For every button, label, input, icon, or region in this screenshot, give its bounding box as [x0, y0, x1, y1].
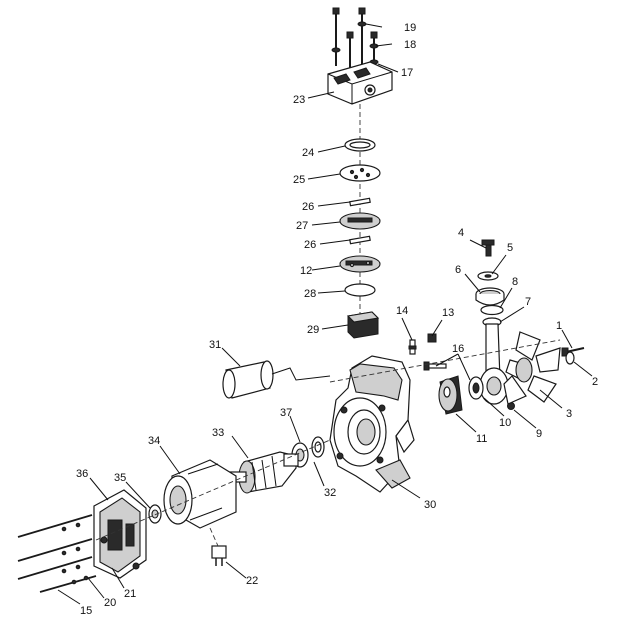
- capacitor: [222, 360, 331, 399]
- callout-28: 28: [304, 288, 316, 300]
- callout-30: 30: [424, 499, 436, 511]
- callout-21: 21: [124, 588, 136, 600]
- callout-1: 1: [556, 320, 562, 332]
- piston-ring: [480, 304, 504, 316]
- reed-valve-lower: [349, 235, 371, 245]
- eccentric-bearing: [468, 376, 484, 400]
- cylinder-sleeve: [346, 311, 380, 339]
- callout-6: 6: [455, 264, 461, 276]
- callout-2: 2: [592, 376, 598, 388]
- callout-27: 27: [296, 220, 308, 232]
- callout-35: 35: [114, 472, 126, 484]
- fan-washer: [565, 351, 575, 365]
- callout-4: 4: [458, 227, 464, 239]
- rear-bearing: [148, 504, 162, 524]
- stator: [163, 459, 237, 529]
- valve-plate-upper: [339, 164, 381, 182]
- callout-37: 37: [280, 407, 292, 419]
- breather-plug: [408, 339, 417, 355]
- counterweight-eccentric: [438, 375, 463, 415]
- callout-26-lower: 26: [304, 239, 316, 251]
- callout-36: 36: [76, 468, 88, 480]
- callout-18: 18: [404, 39, 416, 51]
- callout-11: 11: [476, 433, 487, 445]
- callout-8: 8: [512, 276, 518, 288]
- reed-valve-upper: [349, 197, 371, 207]
- callout-25: 25: [293, 174, 305, 186]
- valve-plate-lower: [339, 255, 381, 273]
- callout-17: 17: [401, 67, 413, 79]
- callout-13: 13: [442, 307, 454, 319]
- callout-5: 5: [507, 242, 513, 254]
- callout-labels: 19 18 17 23 24 25 26 27 26 12 28 29 14 1…: [76, 22, 598, 617]
- callout-19: 19: [404, 22, 416, 34]
- head-gasket: [344, 138, 376, 152]
- breather-valve: [427, 333, 437, 343]
- callout-20: 20: [104, 597, 116, 609]
- motor-terminal: [209, 527, 227, 566]
- piston-cup: [475, 287, 505, 306]
- callout-32: 32: [324, 487, 336, 499]
- end-bell: [93, 489, 147, 579]
- callout-22: 22: [246, 575, 258, 587]
- callout-10: 10: [499, 417, 511, 429]
- motor-axis-line: [95, 439, 331, 541]
- callout-16: 16: [452, 343, 464, 355]
- callout-29: 29: [307, 324, 319, 336]
- callout-31: 31: [209, 339, 221, 351]
- callout-24: 24: [302, 147, 314, 159]
- cylinder-gasket: [344, 283, 376, 297]
- callout-26-upper: 26: [302, 201, 314, 213]
- rotor: [225, 451, 299, 494]
- fan: [503, 331, 561, 405]
- head-bolts: [331, 7, 379, 70]
- connecting-rod-bolt: [481, 239, 495, 257]
- valve-plate-middle: [339, 212, 381, 230]
- fan-bolt: [561, 347, 585, 357]
- callout-7: 7: [525, 296, 531, 308]
- connecting-rod: [479, 317, 509, 405]
- callout-14: 14: [396, 305, 408, 317]
- callout-12: 12: [300, 265, 312, 277]
- callout-33: 33: [212, 427, 224, 439]
- callout-15: 15: [80, 605, 92, 617]
- callout-3: 3: [566, 408, 572, 420]
- crankcase: [329, 355, 415, 493]
- rod-washer: [477, 271, 499, 281]
- callout-34: 34: [148, 435, 160, 447]
- callout-23: 23: [293, 94, 305, 106]
- callout-9: 9: [536, 428, 542, 440]
- cylinder-head: [327, 61, 393, 105]
- leader-lines: [57, 23, 593, 605]
- through-bolts: [17, 514, 97, 593]
